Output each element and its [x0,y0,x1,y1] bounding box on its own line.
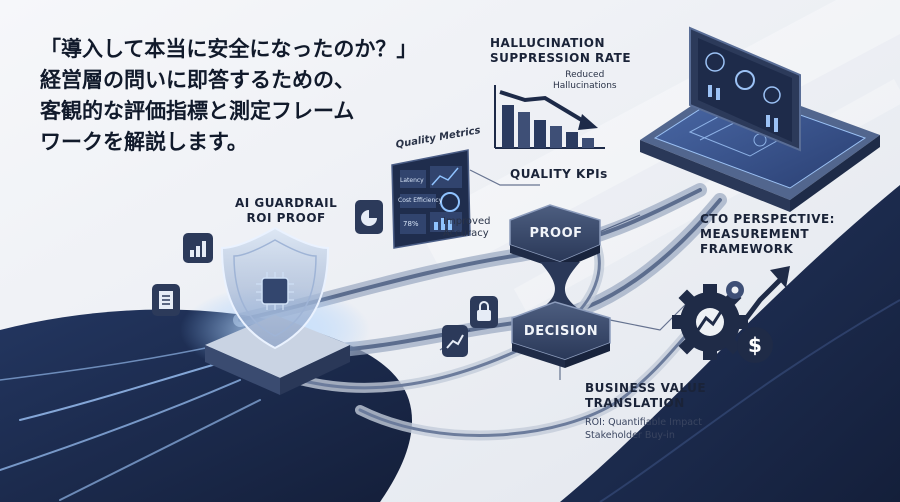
headline-line-1: 「導入して本当に安全になったのか？」 [40,37,418,61]
headline-line-2: 経営層の問いに即答するための、 [40,68,355,92]
quality-metrics-row-3: 78% [403,220,419,228]
pie-chart-icon [355,200,383,234]
headline-line-4: ワークを解説します。 [40,130,248,154]
quality-kpis-label: QUALITY KPIs [510,167,608,181]
chip-icon [256,272,294,310]
laptop-icon [640,26,880,212]
improved-accuracy-label: Improved Accuracy [443,216,491,239]
quality-metrics-row-2: Cost Efficiency [398,197,443,204]
proof-node-shape [509,204,601,270]
small-gear-icon [726,281,744,299]
hallucination-title: HALLUCINATION SUPPRESSION RATE [490,36,632,65]
cto-perspective-label: CTO PERSPECTIVE: MEASUREMENT FRAMEWORK [700,212,835,256]
proof-node: PROOF [529,226,583,241]
hallucination-note: Reduced Hallucinations [553,70,617,91]
decision-node: DECISION [523,324,599,339]
decision-node-shape [511,301,611,368]
hallucination-bar-chart [494,85,605,149]
headline-line-3: 客観的な評価指標と測定フレーム [40,99,355,123]
quality-metrics-row-1: Latency [400,177,424,184]
guardrail-label: AI GUARDRAIL ROI PROOF [235,196,338,225]
trend-arrow-icon [743,266,790,322]
document-icon [152,284,180,316]
quality-metrics-panel [391,149,471,249]
bar-chart-icon [183,233,213,263]
business-value-subtitle: ROI: Quantifiable Impact Stakeholder Buy… [585,417,703,441]
small-chart-icon [442,325,468,357]
dollar-icon: $ [737,327,773,363]
headline: 「導入して本当に安全になったのか？」 経営層の問いに即答するための、 客観的な評… [40,34,420,158]
svg-text:$: $ [748,333,762,357]
lock-icon [470,296,498,328]
business-value-title: BUSINESS VALUE TRANSLATION [585,381,707,410]
